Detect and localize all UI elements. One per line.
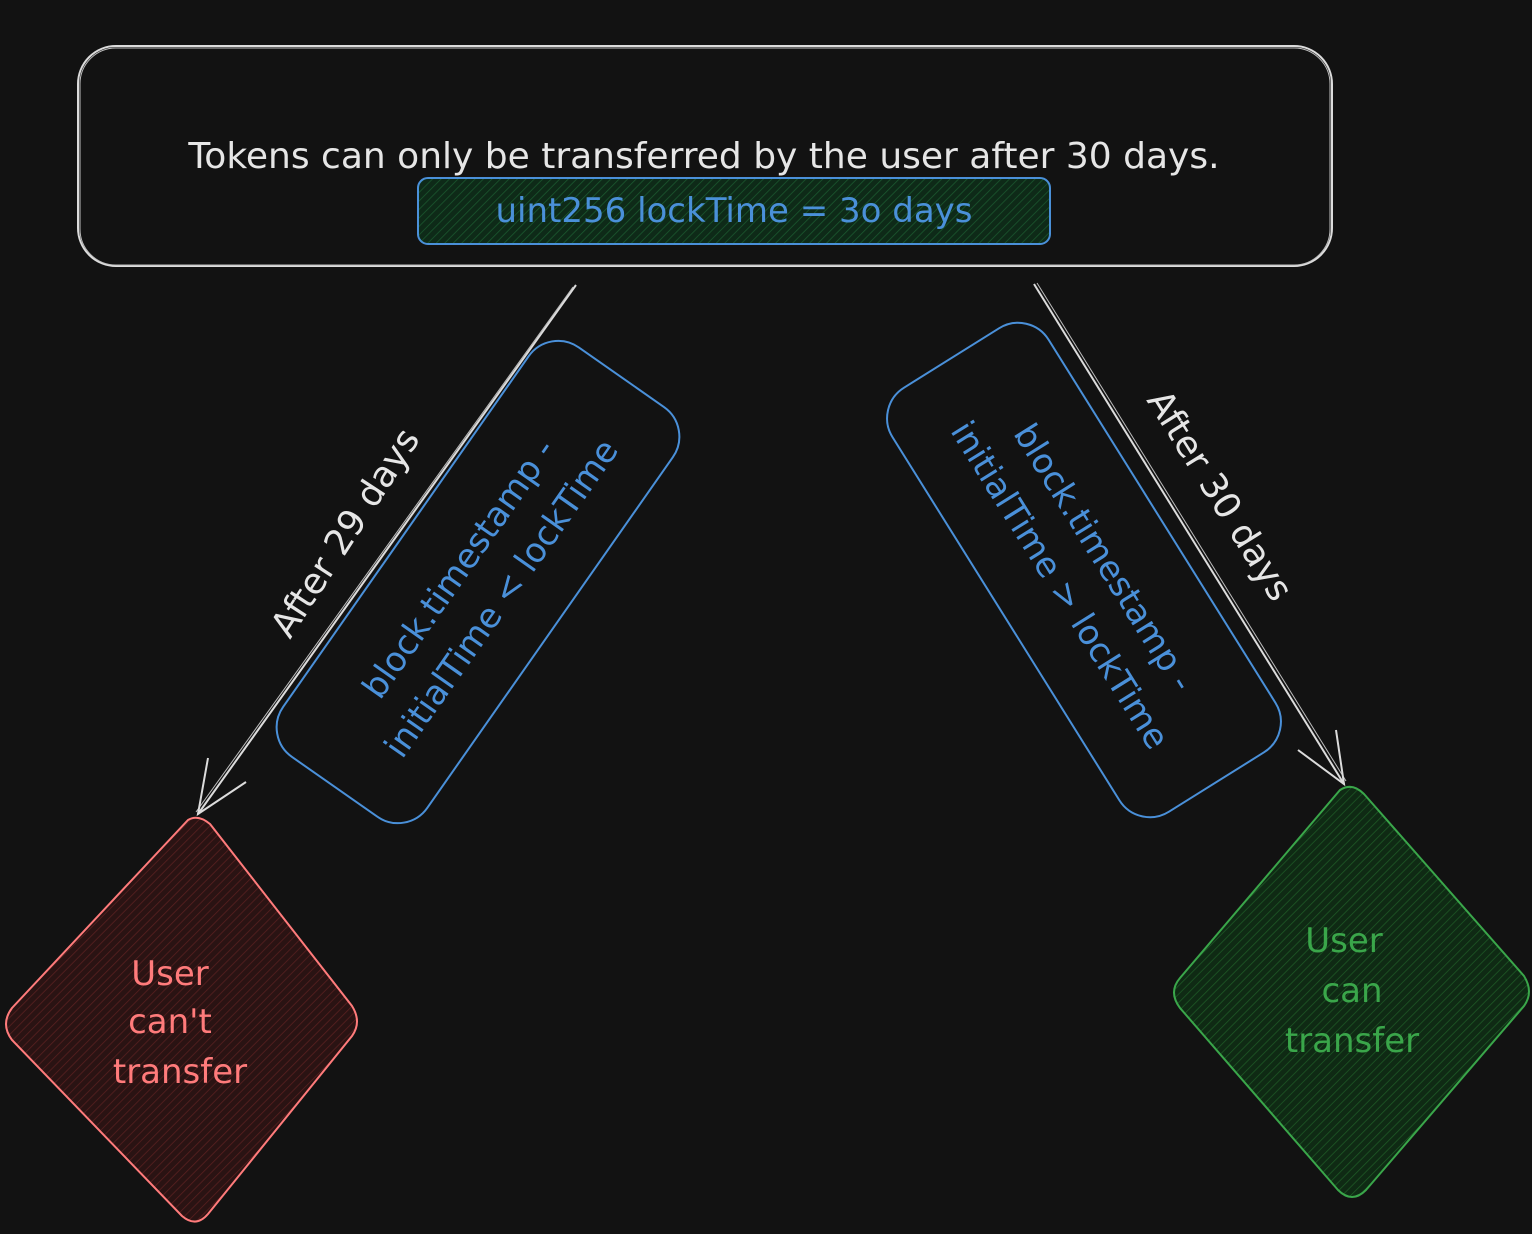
code-box [417, 177, 1051, 245]
can-transfer-diamond: User can transfer [1173, 785, 1530, 1198]
cant-transfer-shape [5, 816, 358, 1223]
cant-transfer-diamond: User can't transfer [5, 816, 358, 1223]
cant-transfer-line2: can't [128, 1002, 212, 1042]
cant-transfer-line1: User [131, 954, 209, 994]
right-condition-box: block.timestamp - initialTime > lockTime [886, 321, 1282, 819]
left-arrow-line-sketch [195, 286, 574, 813]
can-transfer-shape [1173, 785, 1530, 1198]
left-condition-border [275, 339, 681, 825]
left-arrow-line [197, 284, 577, 815]
left-arrow-head [196, 757, 247, 817]
right-arrow-head [1297, 729, 1346, 787]
top-box-border-sketch [79, 47, 1331, 266]
code-text: uint256 lockTime = 3o days [495, 191, 972, 231]
cant-transfer-line3: transfer [113, 1052, 247, 1092]
top-box: Tokens can only be transferred by the us… [77, 45, 1333, 267]
can-transfer-line3: transfer [1285, 1021, 1419, 1061]
right-edge-label: After 30 days [1138, 383, 1300, 608]
can-transfer-line1: User [1305, 921, 1383, 961]
right-arrow-line [1033, 283, 1345, 785]
top-box-border [77, 45, 1333, 267]
top-box-title: Tokens can only be transferred by the us… [187, 136, 1219, 177]
can-transfer-line2: can [1321, 971, 1382, 1011]
right-arrow-line-sketch [1036, 282, 1347, 782]
right-condition-border [886, 321, 1282, 819]
left-edge-label: After 29 days [263, 421, 428, 645]
